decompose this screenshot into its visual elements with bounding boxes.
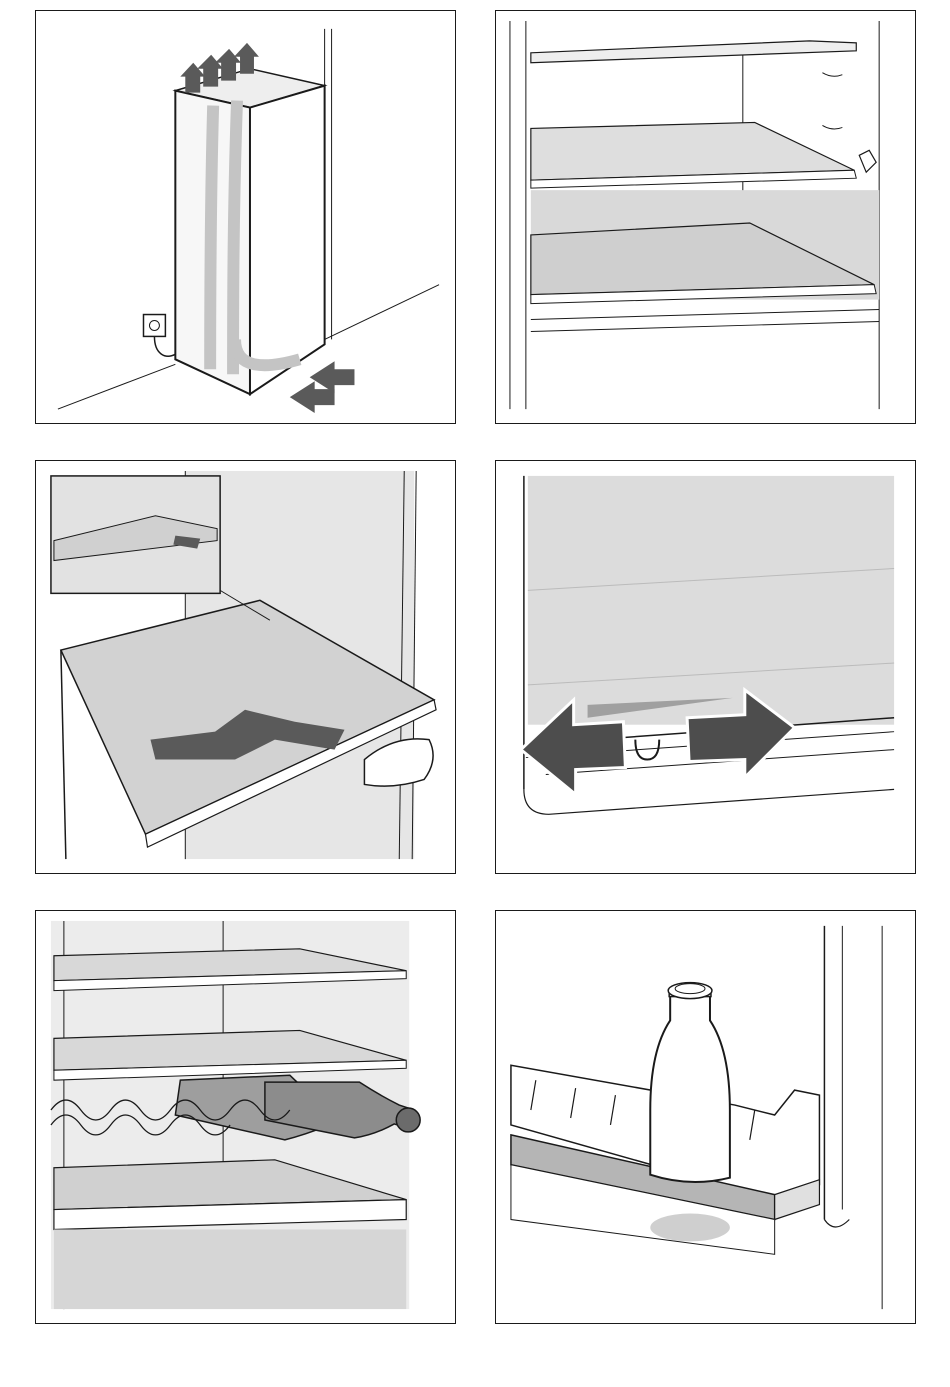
illustration-divider-slide — [495, 460, 916, 874]
shelf-removal-icon — [36, 461, 455, 873]
illustration-shelf-positions — [495, 10, 916, 424]
illustration-wine-rack — [35, 910, 456, 1324]
illustration-ventilation — [35, 10, 456, 424]
wine-rack-icon — [36, 911, 455, 1323]
ventilation-airflow-icon — [36, 11, 455, 423]
door-bottle-shelf-icon — [496, 911, 915, 1323]
sliding-divider-icon — [496, 461, 915, 873]
illustration-remove-shelf — [35, 460, 456, 874]
adjustable-shelves-icon — [496, 11, 915, 423]
illustration-door-shelf — [495, 910, 916, 1324]
